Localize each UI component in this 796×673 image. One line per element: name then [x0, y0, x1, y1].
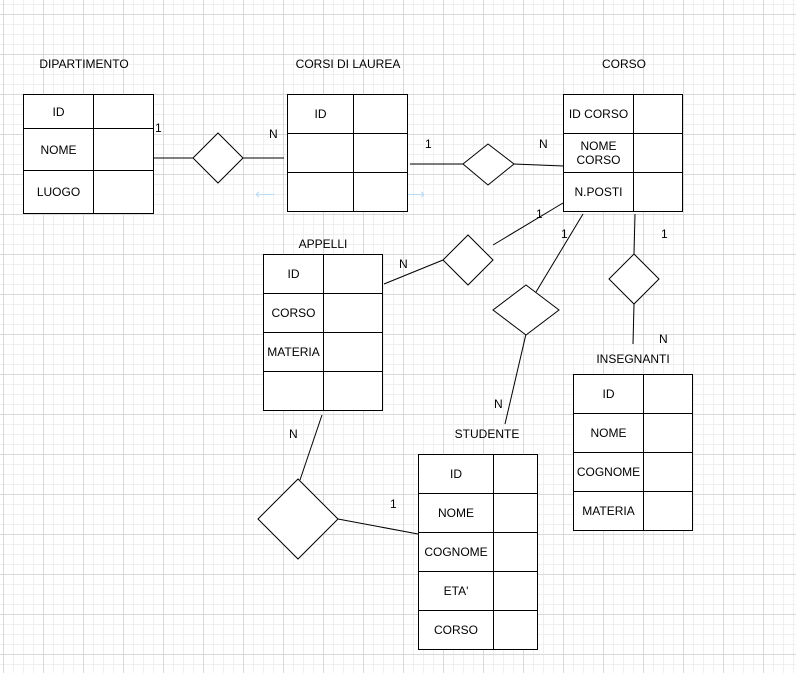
cardinality-label: 1 [661, 227, 668, 241]
value-cell[interactable] [633, 94, 683, 134]
value-cell[interactable] [93, 170, 154, 214]
attribute-cell[interactable] [287, 133, 354, 173]
relationship-diamond-corso-studente[interactable] [492, 284, 560, 336]
attribute-cell[interactable]: COGNOME [418, 532, 494, 572]
relationship-diamond-corso-insegnanti[interactable] [608, 253, 660, 305]
relationship-diamond-corso-appelli[interactable] [442, 234, 494, 286]
value-cell[interactable] [353, 133, 408, 173]
resize-left-arrow-icon[interactable]: ⟵ [255, 186, 276, 202]
rel-line-corso-diamond-appelli [492, 202, 564, 246]
rel-line-diamond-studente [504, 333, 527, 425]
entity-corsi-di-laurea[interactable]: ID [287, 94, 408, 212]
cardinality-label: N [289, 427, 298, 441]
attribute-cell[interactable]: MATERIA [263, 332, 324, 372]
value-cell[interactable] [353, 94, 408, 134]
attribute-cell[interactable]: NOME [573, 413, 644, 453]
entity-title-appelli: APPELLI [298, 237, 348, 251]
value-cell[interactable] [643, 452, 693, 492]
attribute-cell[interactable]: COGNOME [573, 452, 644, 492]
entity-dipartimento[interactable]: ID NOME LUOGO [23, 94, 154, 214]
cardinality-label: N [539, 137, 548, 151]
resize-right-arrow-icon[interactable]: ⟶ [405, 186, 426, 202]
cardinality-label: 1 [536, 207, 543, 221]
value-cell[interactable] [493, 532, 538, 572]
entity-insegnanti[interactable]: ID NOME COGNOME MATERIA [573, 374, 693, 531]
relationship-diamond-studente-appelli[interactable] [257, 478, 339, 560]
attribute-cell[interactable]: CORSO [418, 610, 494, 650]
value-cell[interactable] [643, 413, 693, 453]
attribute-cell[interactable]: CORSO [263, 293, 324, 333]
entity-title-corso: CORSO [601, 57, 647, 71]
attribute-cell[interactable]: ETA' [418, 571, 494, 611]
attribute-cell[interactable]: ID CORSO [563, 94, 634, 134]
rel-line-diamond-studente-2 [337, 518, 419, 535]
value-cell[interactable] [643, 374, 693, 414]
attribute-cell[interactable]: ID [573, 374, 644, 414]
attribute-cell[interactable]: NOME CORSO [563, 133, 634, 173]
value-cell[interactable] [93, 128, 154, 171]
rel-line-appelli-diamond-studente [299, 414, 323, 481]
attribute-cell[interactable]: ID [418, 454, 494, 494]
entity-title-corsi-di-laurea: CORSI DI LAUREA [295, 57, 401, 71]
entity-title-insegnanti: INSEGNANTI [596, 352, 670, 366]
entity-title-studente: STUDENTE [454, 427, 520, 441]
value-cell[interactable] [493, 454, 538, 494]
rel-line-diamond-insegnanti [632, 303, 635, 345]
attribute-cell[interactable]: MATERIA [573, 491, 644, 531]
value-cell[interactable] [493, 610, 538, 650]
relationship-diamond-dipartimento-corsi[interactable] [192, 132, 244, 184]
value-cell[interactable] [493, 571, 538, 611]
cardinality-label: N [494, 397, 503, 411]
rel-line-diamond-appelli [383, 259, 444, 285]
rel-line-corso-diamond-insegnanti [633, 213, 636, 255]
value-cell[interactable] [323, 371, 383, 411]
cardinality-label: N [269, 127, 278, 141]
rel-line-diamond-corso [513, 163, 564, 167]
value-cell[interactable] [323, 332, 383, 372]
value-cell[interactable] [323, 293, 383, 333]
cardinality-label: N [659, 332, 668, 346]
value-cell[interactable] [493, 493, 538, 533]
value-cell[interactable] [93, 94, 154, 129]
attribute-cell[interactable]: ID [287, 94, 354, 134]
value-cell[interactable] [323, 254, 383, 294]
cardinality-label: 1 [390, 497, 397, 511]
attribute-cell[interactable]: LUOGO [23, 170, 94, 214]
entity-title-dipartimento: DIPARTIMENTO [39, 57, 129, 71]
relationship-diamond-corsi-corso[interactable] [462, 143, 515, 186]
value-cell[interactable] [643, 491, 693, 531]
attribute-cell[interactable]: ID [263, 254, 324, 294]
entity-corso[interactable]: ID CORSO NOME CORSO N.POSTI [563, 94, 683, 212]
cardinality-label: N [399, 257, 408, 271]
attribute-cell[interactable] [287, 172, 354, 212]
rel-line-corso-diamond-studente [535, 213, 584, 293]
value-cell[interactable] [353, 172, 408, 212]
entity-studente[interactable]: ID NOME COGNOME ETA' CORSO [418, 454, 538, 650]
entity-appelli[interactable]: ID CORSO MATERIA [263, 254, 383, 411]
attribute-cell[interactable]: NOME [418, 493, 494, 533]
attribute-cell[interactable]: NOME [23, 128, 94, 171]
value-cell[interactable] [633, 172, 683, 212]
cardinality-label: 1 [561, 227, 568, 241]
attribute-cell[interactable] [263, 371, 324, 411]
value-cell[interactable] [633, 133, 683, 173]
attribute-cell[interactable]: ID [23, 94, 94, 129]
attribute-cell[interactable]: N.POSTI [563, 172, 634, 212]
cardinality-label: 1 [155, 121, 162, 135]
cardinality-label: 1 [425, 137, 432, 151]
